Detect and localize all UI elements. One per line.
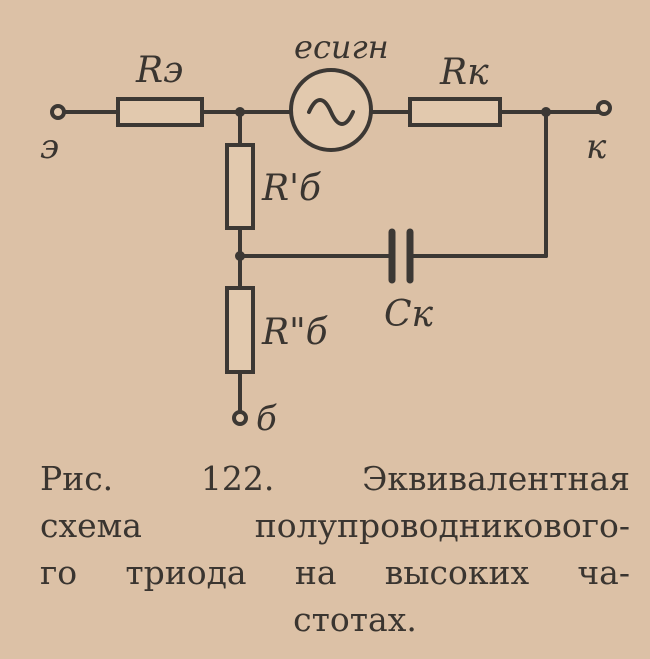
label-rk: Rк bbox=[439, 52, 489, 93]
signal-source bbox=[289, 68, 373, 152]
label-e-sign: eсигн bbox=[294, 28, 389, 66]
resistor-rb2 bbox=[225, 286, 255, 374]
terminal-b bbox=[232, 410, 248, 426]
label-rb2: R"б bbox=[261, 312, 329, 353]
label-terminal-e: э bbox=[40, 127, 59, 167]
wires bbox=[60, 110, 602, 414]
junction-right bbox=[541, 107, 551, 117]
label-re: Rэ bbox=[135, 50, 183, 91]
caption-line-1: Рис. 122. Эквивалентная bbox=[40, 459, 630, 498]
junction-middle bbox=[235, 251, 245, 261]
resistor-rb1 bbox=[225, 143, 255, 230]
caption-line-3: го триода на высоких ча- bbox=[40, 553, 630, 592]
label-ck: Cк bbox=[384, 294, 434, 335]
label-rb1: R'б bbox=[261, 168, 322, 209]
caption-line-4: стотах. bbox=[293, 600, 417, 639]
caption-line-2: схема полупроводникового- bbox=[40, 506, 630, 545]
resistor-re bbox=[116, 97, 204, 127]
label-terminal-k: к bbox=[586, 127, 607, 167]
capacitor-ck bbox=[388, 228, 414, 284]
sine-wave-icon bbox=[307, 98, 355, 126]
resistor-rk bbox=[408, 97, 502, 127]
figure-caption: Рис. 122. Эквивалентная схема полупровод… bbox=[40, 455, 630, 643]
terminal-e bbox=[50, 104, 66, 120]
terminal-k bbox=[596, 100, 612, 116]
label-terminal-b: б bbox=[256, 399, 277, 439]
junction-top bbox=[235, 107, 245, 117]
